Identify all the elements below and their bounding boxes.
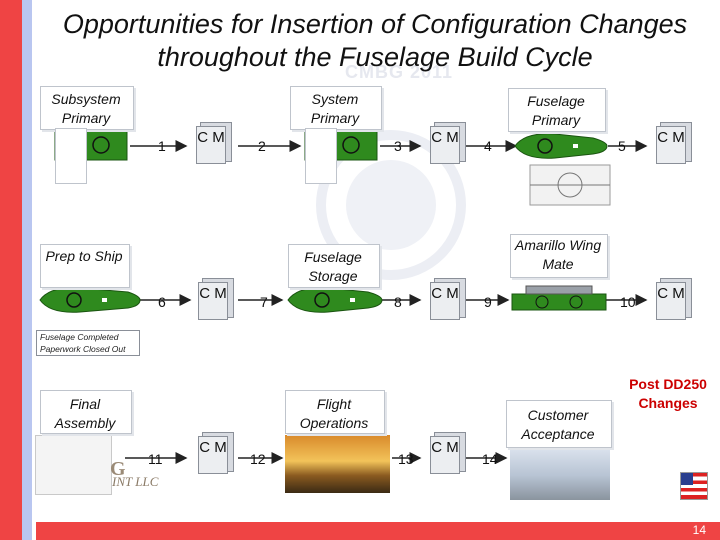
cm-box: C M xyxy=(430,432,466,478)
us-flag-icon xyxy=(680,472,708,500)
cm-box: C M xyxy=(656,278,692,324)
step-number: 5 xyxy=(618,138,626,154)
cm-box: C M xyxy=(198,278,234,324)
step-number: 4 xyxy=(484,138,492,154)
page-number: 14 xyxy=(692,523,706,537)
stage-label-subsystem-primary: Subsystem Primary xyxy=(51,91,121,126)
cm-box-label: C M xyxy=(430,126,460,164)
company-logo-mark: G xyxy=(110,458,126,480)
watermark-seal xyxy=(316,130,466,280)
customer-acceptance-photo xyxy=(510,445,610,500)
stage-box-amarillo-wing-mate xyxy=(510,234,608,278)
cm-box: C M xyxy=(430,122,466,168)
fuselage-full-icon xyxy=(287,287,383,313)
stage-box-subsystem-primary xyxy=(40,86,134,130)
slide-title: Opportunities for Insertion of Configura… xyxy=(62,9,688,72)
cm-box-label: C M xyxy=(198,282,228,320)
left-white-stripe xyxy=(32,0,36,540)
fuselage-full-icon xyxy=(514,133,608,159)
step-number: 7 xyxy=(260,294,268,310)
stage-stub-subsystem-primary xyxy=(55,128,87,184)
stage-label-fuselage-primary: Fuselage Primary xyxy=(527,93,585,128)
step-number: 6 xyxy=(158,294,166,310)
stage-label-system-primary: System Primary xyxy=(310,91,360,126)
aircraft-cutaway-icon xyxy=(529,164,611,206)
fuselage-full-icon xyxy=(39,287,141,313)
stage-box-system-primary xyxy=(290,86,382,130)
footer-bar xyxy=(36,522,720,540)
stage-label-final-assembly: Final Assembly xyxy=(54,396,116,431)
cm-box: C M xyxy=(430,278,466,324)
stage-label-prep-to-ship: Prep to Ship xyxy=(45,248,123,264)
us-flag-canton xyxy=(681,473,693,485)
cm-box-label: C M xyxy=(196,126,226,164)
step-number: 10 xyxy=(620,294,636,310)
left-red-stripe xyxy=(0,0,22,540)
stage-box-customer-acceptance xyxy=(506,400,612,448)
post-dd250-changes-text: Post DD250 Changes xyxy=(629,376,707,411)
stage-label-amarillo-wing-mate: Amarillo Wing Mate xyxy=(514,237,602,272)
watermark-seal-center xyxy=(346,160,436,250)
company-logo-text: INT LLC xyxy=(112,474,159,489)
stage-box-fuselage-primary xyxy=(508,88,606,132)
cm-box-label: C M xyxy=(198,436,228,474)
step-number: 1 xyxy=(158,138,166,154)
wing-mate-aircraft-icon xyxy=(511,285,607,311)
cm-box-label: C M xyxy=(430,436,460,474)
stage-label-flight-operations: Flight Operations xyxy=(299,396,369,431)
step-number: 9 xyxy=(484,294,492,310)
cm-box: C M xyxy=(656,122,692,168)
stage-box-fuselage-storage xyxy=(288,244,380,288)
flight-operations-photo xyxy=(285,435,390,493)
stage-stub-system-primary xyxy=(305,128,337,184)
stage-box-final-assembly xyxy=(40,390,132,434)
step-number: 12 xyxy=(250,451,266,467)
fuselage-completed-note: Fuselage Completed Paperwork Closed Out xyxy=(36,330,140,356)
cm-box-label: C M xyxy=(656,126,686,164)
step-number: 11 xyxy=(148,451,163,467)
cm-box: C M xyxy=(196,122,232,168)
final-assembly-cutaway-image xyxy=(35,435,112,495)
step-number: 2 xyxy=(258,138,266,154)
watermark-text: CMBG 2011 xyxy=(345,62,454,82)
step-number: 14 xyxy=(482,451,498,467)
cm-box-label: C M xyxy=(656,282,686,320)
stage-label-fuselage-storage: Fuselage Storage xyxy=(304,249,362,284)
step-number: 3 xyxy=(394,138,402,154)
step-number: 13 xyxy=(398,451,414,467)
left-blue-stripe xyxy=(22,0,32,540)
stage-label-customer-acceptance: Customer Acceptance xyxy=(521,407,595,442)
stage-box-prep-to-ship xyxy=(40,244,130,288)
step-number: 8 xyxy=(394,294,402,310)
stage-box-flight-operations xyxy=(285,390,385,434)
cm-box-label: C M xyxy=(430,282,460,320)
cm-box: C M xyxy=(198,432,234,478)
